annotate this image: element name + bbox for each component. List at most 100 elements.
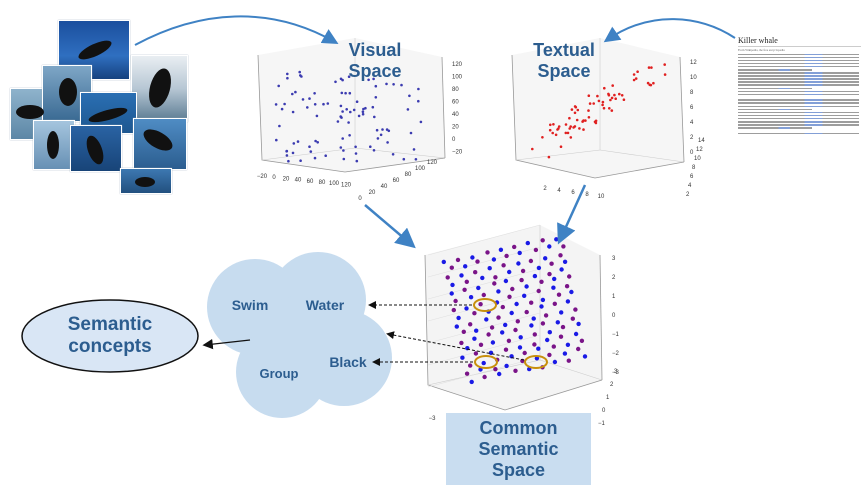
orca-silhouettes [16, 40, 173, 187]
textual-space-label-line: Space [537, 61, 591, 81]
common-point [543, 313, 549, 318]
textual-y-tick-label: 10 [694, 156, 701, 162]
common-point [532, 273, 538, 279]
common-point [493, 367, 498, 372]
visual-point [313, 92, 316, 95]
visual-point [291, 92, 294, 96]
common-point [513, 368, 518, 373]
textual-point [582, 119, 585, 122]
common-point [513, 327, 518, 333]
common-point [520, 268, 526, 274]
common-point [456, 315, 461, 321]
textual-point [559, 145, 563, 148]
visual-point [409, 131, 413, 135]
common-point [570, 316, 575, 321]
textual-point [608, 107, 611, 110]
textual-z-tick-label: 0 [690, 150, 694, 156]
visual-point [340, 91, 344, 95]
visual-point [324, 154, 328, 157]
visual-point [286, 76, 289, 80]
textual-x-tick-label: 4 [557, 188, 561, 194]
visual-point [356, 72, 360, 76]
common-plot-axis [504, 379, 603, 411]
common-point [497, 371, 502, 377]
textual-point [620, 94, 624, 97]
visual-point [339, 104, 343, 108]
common-point [468, 363, 473, 368]
textual-point [582, 128, 585, 131]
visual-x-tick-label: 40 [295, 178, 302, 184]
common-point-cloud [441, 237, 588, 385]
visual-point [342, 149, 345, 152]
arrow-textual-to-common [557, 184, 587, 245]
semantic-concepts-label: Semantic concepts [40, 314, 180, 358]
textual-point [648, 83, 651, 87]
common-point [482, 374, 487, 380]
textual-z-tick-label: 2 [690, 135, 694, 141]
common-point [569, 289, 574, 295]
concept-group: Group [259, 366, 299, 381]
common-point [475, 259, 480, 264]
common-x-tick-label: −3 [429, 416, 437, 422]
textual-point [636, 70, 639, 73]
common-point [552, 301, 557, 306]
textual-point [557, 125, 561, 128]
common-point [556, 292, 562, 297]
document-text-line [738, 127, 812, 129]
visual-point [348, 91, 352, 95]
textual-point [569, 125, 572, 128]
common-point [462, 287, 467, 292]
common-point [472, 336, 477, 341]
textual-point [584, 119, 587, 122]
visual-point [349, 110, 352, 114]
common-point [573, 331, 579, 337]
common-point [582, 354, 588, 359]
textual-point [570, 108, 574, 111]
common-point [504, 253, 509, 259]
visual-point [355, 100, 359, 103]
visual-point [342, 157, 346, 161]
textual-point [634, 77, 638, 80]
document-text-line [738, 53, 859, 56]
document-text-line [738, 59, 859, 62]
visual-z-tick-label: 60 [452, 100, 459, 106]
visual-point [400, 83, 403, 87]
textual-point [587, 94, 591, 97]
common-z-tick-label: −1 [612, 332, 620, 338]
textual-point [613, 93, 616, 97]
common-z-tick-label: 1 [612, 294, 616, 300]
common-point [558, 253, 563, 258]
common-point [539, 279, 544, 284]
visual-plot-axis [344, 157, 446, 173]
document-text-line [738, 120, 859, 123]
visual-point [283, 102, 286, 106]
visual-point [299, 159, 302, 162]
common-point [561, 244, 566, 249]
common-point [514, 301, 519, 307]
common-point [564, 284, 570, 289]
common-point [496, 315, 501, 320]
common-point [540, 238, 545, 243]
visual-z-tick-label: −20 [452, 150, 463, 156]
textual-y-tick-label: 14 [698, 138, 705, 144]
textual-point [650, 66, 653, 69]
visual-point [285, 150, 288, 153]
common-point [468, 295, 474, 300]
common-point [567, 274, 572, 279]
visual-y-tick-label: 120 [427, 160, 438, 166]
textual-point [566, 131, 570, 135]
common-point [464, 306, 469, 311]
textual-point [632, 73, 636, 76]
common-space-label-line: Common [479, 418, 558, 438]
visual-x-tick-label: 60 [307, 179, 314, 185]
common-point [461, 329, 466, 334]
common-point [507, 269, 512, 275]
document-text-line [738, 114, 859, 117]
common-point [468, 322, 473, 327]
common-y-tick-label: 0 [602, 408, 606, 414]
document-subtitle: From Wikipedia, the free encyclopedia [738, 48, 785, 52]
textual-z-tick-label: 12 [690, 60, 697, 66]
common-point [562, 351, 568, 356]
